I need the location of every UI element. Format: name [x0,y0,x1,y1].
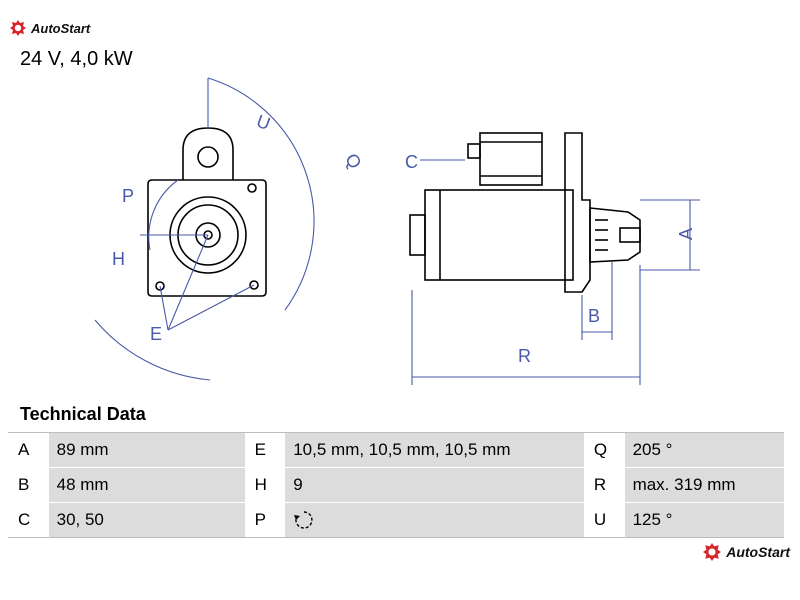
value-q: 205 ° [624,432,784,468]
table-row: A 89 mm E 10,5 mm, 10,5 mm, 10,5 mm Q 20… [8,432,784,468]
key-h: H [244,467,286,503]
technical-data-table: A 89 mm E 10,5 mm, 10,5 mm, 10,5 mm Q 20… [8,432,784,538]
brand-name: AutoStart [726,544,790,560]
brand-logo-top: AutoStart [10,20,90,36]
brand-gear-icon [703,543,722,561]
value-b: 48 mm [48,467,245,503]
key-b: B [8,467,49,503]
value-c: 30, 50 [48,502,245,538]
value-e: 10,5 mm, 10,5 mm, 10,5 mm [285,432,584,468]
value-r: max. 319 mm [624,467,784,503]
label-c: C [405,152,418,172]
label-b: B [588,306,600,326]
technical-data-title: Technical Data [20,404,146,424]
label-p: P [122,186,134,206]
key-a: A [8,432,49,468]
key-q: Q [583,432,625,468]
label-r: R [518,346,531,366]
label-h: H [112,249,125,269]
key-r: R [583,467,625,503]
brand-gear-icon [10,20,26,36]
value-a: 89 mm [48,432,245,468]
label-q: Q [341,150,365,172]
clockwise-rotation-icon [294,511,313,529]
key-e: E [244,432,286,468]
key-p: P [244,502,286,538]
brand-logo-bottom: AutoStart [703,543,790,561]
key-u: U [583,502,625,538]
value-h: 9 [285,467,584,503]
label-a: A [676,228,696,240]
brand-name: AutoStart [31,20,91,36]
label-e: E [150,324,162,344]
value-p [285,502,584,538]
table-row: B 48 mm H 9 R max. 319 mm [8,467,784,503]
table-row: C 30, 50 P U 125 ° [8,502,784,538]
value-u: 125 ° [624,502,784,538]
technical-drawing: U Q P H E C A B R [94,77,700,385]
key-c: C [8,502,49,538]
spec-line: 24 V, 4,0 kW [20,48,133,70]
label-u: U [254,111,273,134]
